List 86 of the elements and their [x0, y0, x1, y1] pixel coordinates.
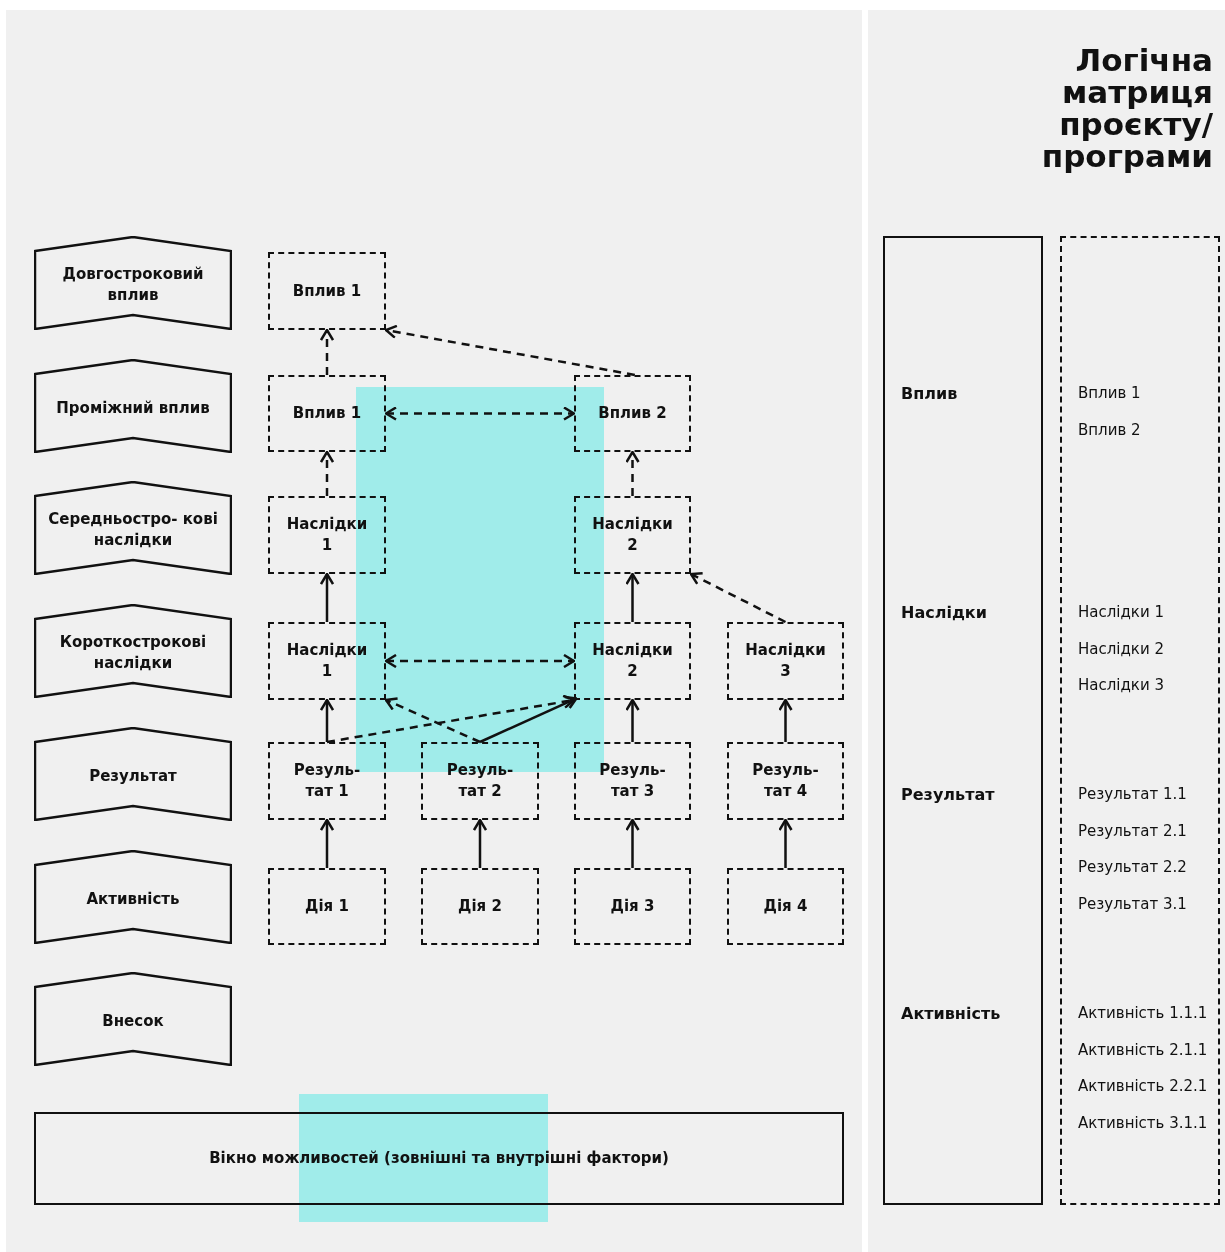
item-text: Результат 3.1: [1078, 894, 1187, 915]
box-label: Вплив 2: [597, 403, 668, 424]
item-text: Вплив 1: [1078, 383, 1141, 404]
dashed-box: [574, 742, 691, 820]
box-label: Вплив 1: [291, 403, 363, 424]
level-banner: [34, 604, 232, 698]
dashed-box: [727, 622, 844, 700]
dashed-box: [574, 622, 691, 700]
item-text: Активність 3.1.1: [1078, 1113, 1208, 1134]
items-column: [1060, 236, 1220, 1205]
item-text: Наслідки 2: [1078, 639, 1164, 660]
box-label: Вікно можливостей (зовнішні та внутрішні фактори): [208, 1148, 670, 1169]
arrow: [778, 818, 793, 868]
dashed-box: [421, 868, 539, 945]
arrow: [384, 406, 576, 421]
level-banner: [34, 727, 232, 821]
level-banner: [34, 481, 232, 575]
dashed-box: [268, 868, 386, 945]
item-text: Активність 2.1.1: [1078, 1040, 1208, 1061]
dashed-box: [574, 496, 691, 574]
item-text: Наслідки 1: [1078, 602, 1164, 623]
box-label: Наслідки 1: [285, 514, 369, 556]
arrow: [384, 324, 636, 377]
level-heading: Вплив: [901, 383, 958, 404]
arrow: [689, 571, 787, 624]
box-label: Вплив 1: [291, 280, 363, 302]
arrow: [625, 450, 640, 496]
dashed-box: [727, 742, 844, 820]
arrow: [319, 450, 335, 496]
dashed-box: [574, 375, 691, 452]
item-text: Наслідки 3: [1078, 675, 1164, 696]
dashed-box: [268, 496, 386, 574]
dashed-box: [268, 742, 386, 820]
box-label: Наслідки 2: [591, 640, 674, 682]
arrow: [778, 698, 793, 742]
title: Логічна матриця проєкту/ програми: [1040, 44, 1213, 172]
box-label: Дія 2: [457, 896, 503, 917]
box-label: Резуль- тат 2: [445, 760, 515, 802]
arrow: [625, 572, 640, 622]
level-banner: [34, 359, 232, 453]
box-label: Резуль- тат 4: [751, 760, 820, 802]
arrow: [384, 697, 481, 744]
box-label: Результат: [88, 765, 178, 787]
box-label: Дія 3: [609, 896, 656, 917]
dashed-box: [574, 868, 691, 945]
item-text: Активність 1.1.1: [1078, 1003, 1208, 1024]
box-label: Дія 1: [304, 896, 350, 917]
item-text: Результат 1.1: [1078, 784, 1187, 805]
box-label: Наслідки 1: [285, 640, 369, 682]
level-banner: [34, 850, 232, 944]
level-column: [883, 236, 1043, 1205]
box-label: Короткострокові наслідки: [58, 632, 208, 674]
process-box: [34, 1112, 844, 1205]
dashed-box: [421, 742, 539, 820]
dashed-box: [268, 622, 386, 700]
box-label: Середньостро- кові наслідки: [47, 509, 219, 551]
level-banner: [34, 236, 232, 330]
level-heading: Активність: [901, 1003, 1001, 1024]
dashed-box: [268, 252, 386, 330]
arrow: [625, 818, 640, 868]
arrow: [319, 818, 335, 868]
item-text: Результат 2.2: [1078, 857, 1187, 878]
box-label: Резуль- тат 3: [598, 760, 667, 802]
dashed-box: [727, 868, 844, 945]
arrow: [319, 572, 335, 622]
box-label: Наслідки 3: [744, 640, 827, 682]
box-label: Наслідки 2: [591, 514, 674, 556]
arrow: [625, 698, 640, 742]
box-label: Резуль- тат 1: [292, 760, 362, 802]
arrow: [384, 653, 576, 669]
level-banner: [34, 972, 232, 1066]
arrow: [479, 695, 578, 744]
dashed-box: [268, 375, 386, 452]
box-label: Довгостроковий вплив: [61, 264, 205, 306]
arrow: [472, 818, 488, 868]
item-text: Активність 2.2.1: [1078, 1076, 1208, 1097]
box-label: Дія 4: [762, 896, 809, 917]
item-text: Вплив 2: [1078, 420, 1141, 441]
box-label: Проміжний вплив: [55, 397, 211, 419]
arrow: [319, 698, 335, 742]
box-label: Внесок: [101, 1010, 165, 1032]
level-heading: Результат: [901, 784, 995, 805]
item-text: Результат 2.1: [1078, 821, 1187, 842]
box-label: Активність: [85, 888, 181, 910]
arrow: [319, 328, 335, 375]
level-heading: Наслідки: [901, 602, 987, 623]
